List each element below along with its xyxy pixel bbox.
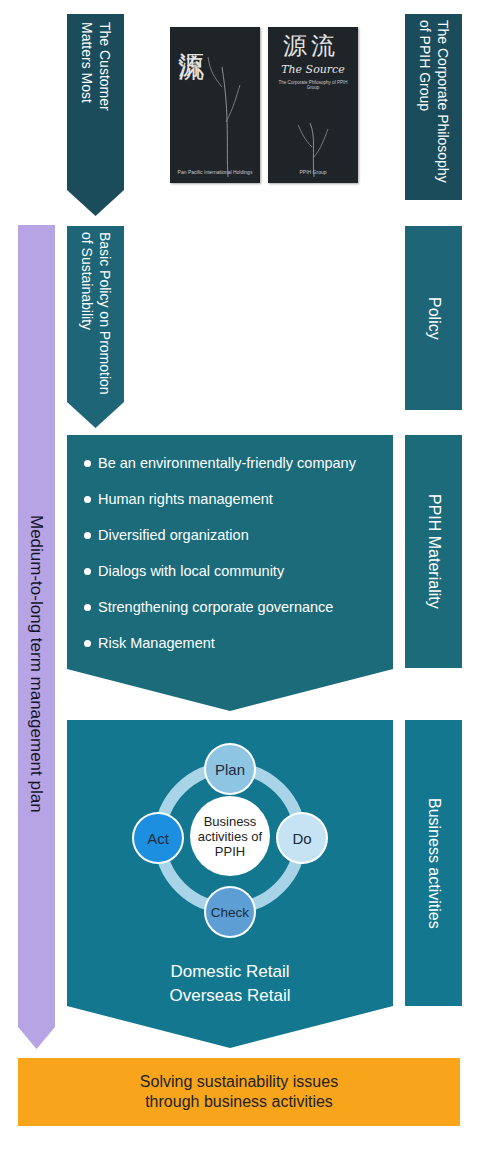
shape-fill xyxy=(67,14,124,216)
shape-fill xyxy=(18,225,55,1049)
goal-label: Solving sustainability issues through bu… xyxy=(124,1072,354,1112)
bullet-dot xyxy=(84,640,91,647)
bullet-dot xyxy=(84,532,91,539)
pdca-circle: Do xyxy=(278,814,326,862)
node-content: The Corporate Philosophy of PPIH Group xyxy=(405,20,462,198)
materiality-item: Dialogs with local community xyxy=(98,562,284,580)
node-content: Business activities xyxy=(405,720,462,1006)
stem-line xyxy=(222,67,228,177)
philosophy-arrow: The Customer Matters Most xyxy=(67,14,124,216)
list-row: Human rights management xyxy=(84,481,389,517)
cover-text: PPIH Group xyxy=(272,170,354,176)
node-content: Domestic Retail Overseas Retail xyxy=(155,954,305,1014)
category-box: Business activities xyxy=(405,720,462,1006)
category-box: The Corporate Philosophy of PPIH Group xyxy=(405,14,462,200)
shape-fill xyxy=(67,435,393,711)
node-content: Basic Policy on Promotion of Sustainabil… xyxy=(67,232,124,410)
shape-fill xyxy=(67,720,393,1048)
list-row: Dialogs with local community xyxy=(84,553,389,589)
book-cover xyxy=(170,27,260,183)
arrow-label: The Customer Matters Most xyxy=(78,22,114,142)
plan-arrow: Medium-to-long term management plan xyxy=(18,225,55,1049)
bullet-dot xyxy=(84,460,91,467)
arrow-label: Basic Policy on Promotion of Sustainabil… xyxy=(78,232,114,402)
list-row: Strengthening corporate governance xyxy=(84,589,389,625)
pdca-circle: Plan xyxy=(206,745,254,793)
retail-label: Domestic Retail Overseas Retail xyxy=(155,960,305,1008)
materiality-item: Diversified organization xyxy=(98,526,249,544)
category-label: The Corporate Philosophy of PPIH Group xyxy=(416,20,452,190)
node-content: Be an environmentally-friendly companyHu… xyxy=(84,445,389,667)
shape-outline xyxy=(67,14,124,216)
stem-line xyxy=(298,125,312,147)
category-box: PPIH Materiality xyxy=(405,435,462,668)
node-content: Act xyxy=(134,814,182,862)
materiality-item: Be an environmentally-friendly company xyxy=(98,454,356,472)
stem-line xyxy=(208,57,222,87)
circle-label: Business activities of PPIH xyxy=(196,814,264,859)
node-content: Policy xyxy=(405,226,462,410)
bullet-dot xyxy=(84,496,91,503)
stem-line xyxy=(310,123,314,177)
arrow-label: Medium-to-long term management plan xyxy=(26,515,47,813)
node-content: Plan xyxy=(206,745,254,793)
pdca-label: Plan xyxy=(215,760,245,779)
shape-fill xyxy=(67,226,124,428)
category-box: Policy xyxy=(405,226,462,410)
shape-outline xyxy=(67,226,124,428)
pdca-circle: Check xyxy=(206,888,254,936)
bullet-dot xyxy=(84,604,91,611)
list-row: Risk Management xyxy=(84,625,389,661)
cover-text: The Source xyxy=(272,64,354,77)
node-content: Medium-to-long term management plan xyxy=(18,515,55,935)
pdca-label: Check xyxy=(211,904,249,921)
pdca-label: Do xyxy=(292,829,311,848)
plant-illustration xyxy=(170,27,260,183)
goal-box: Solving sustainability issues through bu… xyxy=(18,1058,460,1126)
category-label: PPIH Materiality xyxy=(424,494,444,609)
node-content: Solving sustainability issues through bu… xyxy=(18,1058,460,1126)
cover-text: The Corporate Philosophy of PPIH Group xyxy=(272,80,354,90)
stem-line xyxy=(226,85,240,122)
materiality-chevron: Be an environmentally-friendly companyHu… xyxy=(67,435,393,711)
cover-text: 源流 xyxy=(283,33,347,61)
policy-arrow: Basic Policy on Promotion of Sustainabil… xyxy=(67,226,124,428)
node-content: Check xyxy=(206,888,254,936)
cover-text: Pan Pacific International Holdings xyxy=(172,170,258,176)
node-content: Do xyxy=(278,814,326,862)
stem-line xyxy=(314,129,328,157)
materiality-item: Human rights management xyxy=(98,490,273,508)
center-circle: Business activities of PPIH xyxy=(190,796,270,876)
materiality-item: Risk Management xyxy=(98,634,215,652)
list-row: Diversified organization xyxy=(84,517,389,553)
pdca-circle: Act xyxy=(134,814,182,862)
category-label: Business activities xyxy=(424,798,444,929)
materiality-item: Strengthening corporate governance xyxy=(98,598,333,616)
pdca-label: Act xyxy=(147,829,169,848)
bullet-dot xyxy=(84,568,91,575)
category-label: Policy xyxy=(424,297,444,340)
business-chevron: Domestic Retail Overseas Retail Business … xyxy=(67,720,393,1048)
list-row: Be an environmentally-friendly company xyxy=(84,445,389,481)
node-content: Business activities of PPIH xyxy=(190,796,270,876)
node-content: PPIH Materiality xyxy=(405,435,462,668)
node-content: The Customer Matters Most xyxy=(67,22,124,198)
